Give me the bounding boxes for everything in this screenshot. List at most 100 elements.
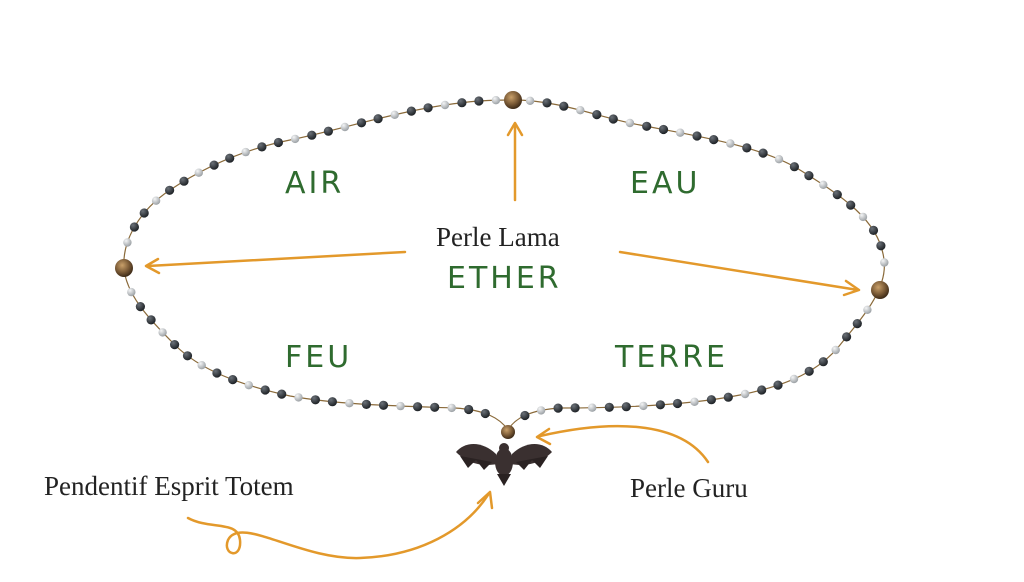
dark-bead (608, 114, 618, 124)
dark-bead (692, 131, 702, 141)
dark-bead (832, 190, 842, 200)
arrow-right (618, 250, 860, 292)
dark-bead (742, 143, 752, 153)
light-bead (576, 106, 585, 115)
dark-bead (423, 103, 433, 113)
light-bead (690, 397, 699, 406)
dark-bead (559, 101, 569, 111)
light-bead (447, 403, 456, 413)
dark-bead (457, 98, 467, 108)
dark-bead (480, 408, 490, 419)
dark-bead (170, 340, 180, 350)
light-bead (390, 110, 399, 120)
light-bead (244, 381, 253, 390)
light-bead (625, 118, 635, 128)
light-bead (588, 403, 597, 412)
dark-bead (570, 403, 580, 413)
element-eau: EAU (630, 166, 700, 201)
lama-bead-top (504, 91, 522, 109)
dark-bead (553, 403, 563, 413)
dark-bead (758, 148, 768, 158)
light-bead (241, 147, 250, 157)
dark-bead (804, 366, 814, 376)
light-bead (525, 96, 535, 106)
dark-bead (413, 402, 423, 412)
dark-bead (260, 385, 270, 395)
dark-bead (789, 162, 800, 172)
light-bead (639, 401, 648, 411)
light-bead (123, 238, 132, 247)
lama-bead-right (871, 281, 889, 299)
dark-bead (228, 375, 238, 385)
dark-bead (474, 96, 484, 106)
light-bead (858, 212, 868, 222)
mala-string (123, 99, 885, 432)
light-bead (440, 100, 450, 110)
element-air: AIR (285, 166, 344, 201)
dark-bead (846, 200, 856, 210)
dark-bead (378, 400, 389, 410)
light-bead (740, 389, 750, 399)
dark-bead (146, 315, 156, 325)
arrow-pendentif (186, 493, 490, 560)
dark-bead (658, 124, 669, 135)
element-feu: FEU (285, 340, 352, 375)
light-bead (294, 393, 303, 402)
arrows (144, 121, 861, 560)
dark-bead (642, 121, 652, 131)
dark-bead (723, 392, 733, 402)
light-bead (345, 399, 354, 408)
dark-bead (520, 410, 530, 421)
dark-bead (129, 222, 139, 232)
dark-bead (706, 395, 717, 405)
dark-bead (212, 368, 222, 378)
dark-bead (542, 98, 552, 108)
dark-bead (209, 160, 219, 170)
dark-bead (373, 114, 383, 124)
dark-bead (273, 137, 283, 148)
light-bead (536, 406, 546, 415)
dark-bead (842, 332, 852, 342)
lama-bead-left (115, 259, 133, 277)
element-terre: TERRE (614, 340, 728, 375)
dark-bead (804, 171, 814, 181)
dark-bead (327, 397, 337, 407)
dark-bead (852, 319, 862, 329)
dark-bead (310, 395, 320, 405)
light-bead (127, 287, 136, 297)
dark-bead (361, 399, 371, 409)
dark-bead (709, 135, 719, 145)
dark-bead (868, 225, 879, 235)
light-bead (831, 345, 840, 355)
light-bead (158, 328, 167, 337)
light-bead (726, 139, 735, 148)
light-bead (194, 168, 203, 177)
light-bead (340, 122, 350, 132)
light-bead (151, 196, 161, 205)
dark-bead (139, 208, 149, 218)
label-perle-guru: Perle Guru (630, 473, 748, 503)
light-bead (880, 258, 889, 267)
dark-bead (757, 385, 767, 395)
dark-bead (672, 398, 683, 409)
dark-bead (655, 400, 666, 410)
arrow-guru (538, 424, 710, 464)
dark-bead (277, 389, 287, 399)
dark-bead (604, 402, 614, 412)
light-bead (396, 401, 405, 411)
dark-bead (430, 402, 440, 412)
mala-beads (123, 96, 889, 421)
light-bead (819, 180, 828, 189)
light-bead (789, 374, 799, 384)
dark-bead (257, 142, 267, 152)
eagle-pendant-icon (456, 443, 552, 486)
dark-bead (406, 106, 416, 116)
dark-bead (323, 126, 333, 136)
dark-bead (182, 351, 193, 361)
light-bead (290, 134, 300, 144)
dark-bead (773, 380, 783, 390)
dark-bead (179, 176, 189, 186)
dark-bead (165, 185, 175, 195)
dark-bead (818, 357, 828, 367)
